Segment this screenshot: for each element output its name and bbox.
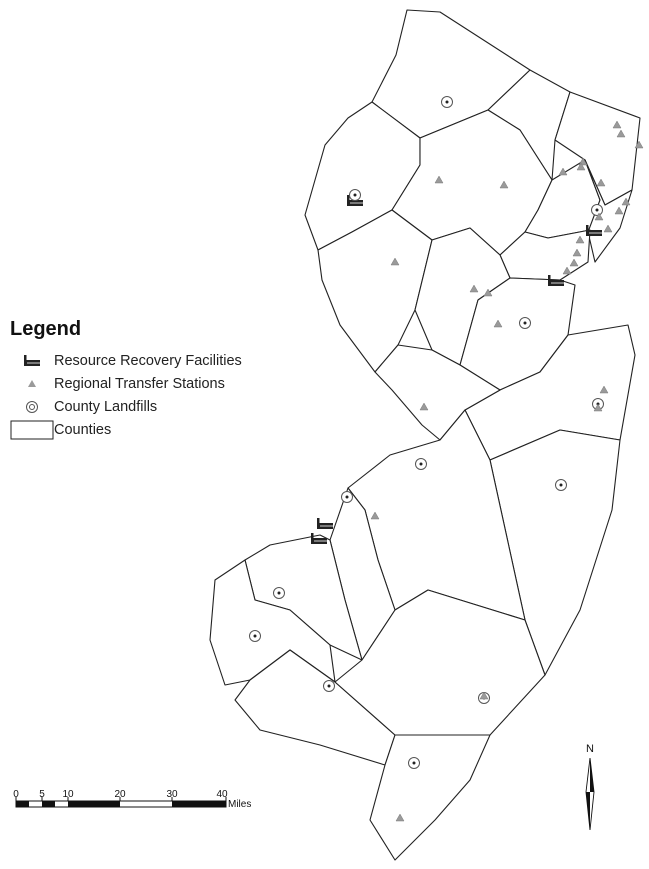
factory-icon (317, 518, 333, 529)
double-circle-icon (10, 396, 54, 418)
double-circle-icon (273, 587, 285, 599)
factory-icon (548, 275, 564, 286)
triangle-icon (572, 248, 582, 257)
legend-item-transfer-station: Regional Transfer Stations (10, 372, 290, 395)
scale-tick-label: 20 (114, 789, 126, 800)
county-hunterdon (317, 209, 433, 373)
triangle-icon (621, 197, 631, 206)
double-circle-icon (519, 317, 531, 329)
factory-icon (311, 533, 327, 544)
triangle-icon (493, 319, 503, 328)
north-arrow: N (585, 743, 595, 831)
double-circle-icon (323, 680, 335, 692)
triangle-icon (575, 235, 585, 244)
double-circle-icon (555, 479, 567, 491)
triangle-icon (594, 212, 604, 221)
triangle-icon (576, 162, 586, 171)
double-circle-icon (341, 491, 353, 503)
triangle-icon (483, 288, 493, 297)
double-circle-icon (441, 96, 453, 108)
county-atlantic (334, 589, 546, 736)
legend-title: Legend (10, 318, 82, 340)
double-circle-icon (249, 630, 261, 642)
legend-item-county: Counties (10, 418, 290, 441)
triangle-icon (612, 120, 622, 129)
triangle-icon (569, 258, 579, 267)
triangle-icon (603, 224, 613, 233)
triangle-icon (616, 129, 626, 138)
legend-item-label: Regional Transfer Stations (54, 375, 225, 392)
scale-tick-label: 30 (166, 789, 178, 800)
north-label: N (586, 743, 594, 755)
scale-tick-label: 5 (39, 789, 45, 800)
resource-recovery-facilities (311, 195, 602, 544)
triangle-icon (596, 178, 606, 187)
rectangle-outline-icon (10, 419, 54, 441)
factory-icon (10, 350, 54, 372)
triangle-icon (562, 266, 572, 275)
scale-bar: 0 5 10 20 30 40 Miles (13, 789, 251, 810)
factory-icon (586, 225, 602, 236)
county-outlines (209, 9, 641, 861)
triangle-icon (370, 511, 380, 520)
legend-item-resource-recovery: Resource Recovery Facilities (10, 349, 290, 372)
triangle-icon (419, 402, 429, 411)
triangle-icon (614, 206, 624, 215)
triangle-icon (499, 180, 509, 189)
triangle-icon (395, 813, 405, 822)
scale-unit-label: Miles (228, 799, 251, 810)
triangle-icon (634, 140, 644, 149)
scale-tick-label: 10 (62, 789, 74, 800)
legend-item-label: County Landfills (54, 398, 158, 415)
double-circle-icon (408, 757, 420, 769)
scale-tick-label: 40 (216, 789, 228, 800)
triangle-icon (599, 385, 609, 394)
legend: Legend Resource Recovery Facilities Regi… (10, 318, 290, 441)
county-cape-may (369, 734, 491, 861)
triangle-icon (390, 257, 400, 266)
double-circle-icon (349, 189, 361, 201)
county-mercer (374, 344, 501, 441)
legend-item-label: Counties (54, 421, 112, 438)
triangle-icon (434, 175, 444, 184)
double-circle-icon (591, 204, 603, 216)
triangle-icon (10, 373, 54, 395)
triangle-icon (558, 167, 568, 176)
legend-item-label: Resource Recovery Facilities (54, 352, 242, 369)
triangle-icon (479, 691, 489, 700)
factory-icon (347, 195, 363, 206)
legend-item-landfill: County Landfills (10, 395, 290, 418)
triangle-icon (469, 284, 479, 293)
regional-transfer-stations (370, 120, 644, 822)
scale-tick-label: 0 (13, 789, 19, 800)
double-circle-icon (415, 458, 427, 470)
triangle-icon (593, 403, 603, 412)
